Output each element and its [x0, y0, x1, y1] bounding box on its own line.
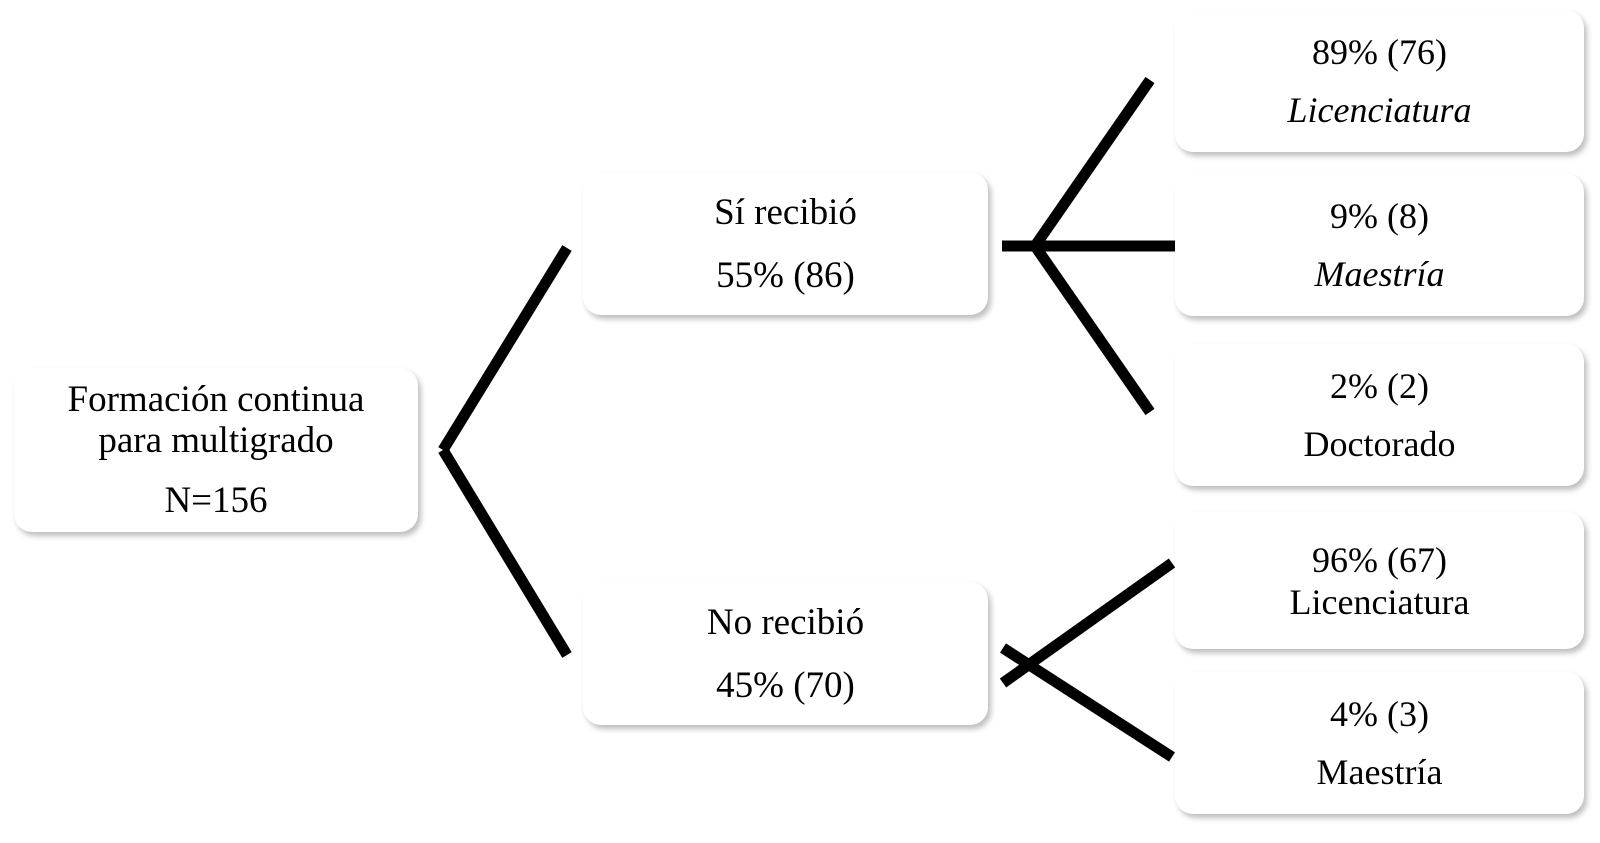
no-recibio-value: 45% (70): [716, 664, 855, 706]
doctorado-si-label: Doctorado: [1303, 424, 1456, 464]
connector-root-to-no: [438, 447, 572, 658]
si-recibio-value: 55% (86): [716, 254, 855, 296]
maestria-si-value: 9% (8): [1330, 196, 1429, 236]
maestria-si-label: Maestría: [1314, 254, 1445, 294]
connector-si-to-licenciatura: [1030, 76, 1155, 250]
licenciatura-no-label: Licenciatura: [1289, 581, 1470, 622]
no-recibio-label: No recibió: [706, 601, 865, 643]
root-line-1: Formación continua: [67, 378, 365, 420]
maestria-no-label: Maestría: [1316, 752, 1443, 792]
connector-no-to-licenciatura: [999, 558, 1176, 688]
doctorado-si-value: 2% (2): [1330, 366, 1429, 406]
connector-root-to-si: [438, 245, 572, 453]
root-line-2: para multigrado: [98, 420, 334, 462]
licenciatura-no-value: 96% (67): [1312, 539, 1447, 580]
node-maestria-no[interactable]: 4% (3) Maestría: [1175, 672, 1584, 814]
licenciatura-si-value: 89% (76): [1312, 32, 1447, 72]
node-doctorado-si[interactable]: 2% (2) Doctorado: [1175, 344, 1584, 486]
node-no-recibio[interactable]: No recibió 45% (70): [583, 582, 988, 725]
node-maestria-si[interactable]: 9% (8) Maestría: [1175, 174, 1584, 316]
node-licenciatura-no[interactable]: 96% (67) Licenciatura: [1175, 512, 1584, 649]
node-licenciatura-si[interactable]: 89% (76) Licenciatura: [1175, 10, 1584, 152]
connector-si-to-doctorado: [1030, 242, 1155, 416]
si-recibio-label: Sí recibió: [714, 191, 857, 233]
connector-no-to-maestria: [1000, 643, 1175, 762]
node-si-recibio[interactable]: Sí recibió 55% (86): [583, 172, 988, 315]
licenciatura-si-label: Licenciatura: [1287, 90, 1472, 130]
node-formacion-continua-root[interactable]: Formación continua para multigrado N=156: [14, 368, 418, 532]
root-line-3-sample-size: N=156: [164, 479, 268, 521]
maestria-no-value: 4% (3): [1330, 694, 1429, 734]
